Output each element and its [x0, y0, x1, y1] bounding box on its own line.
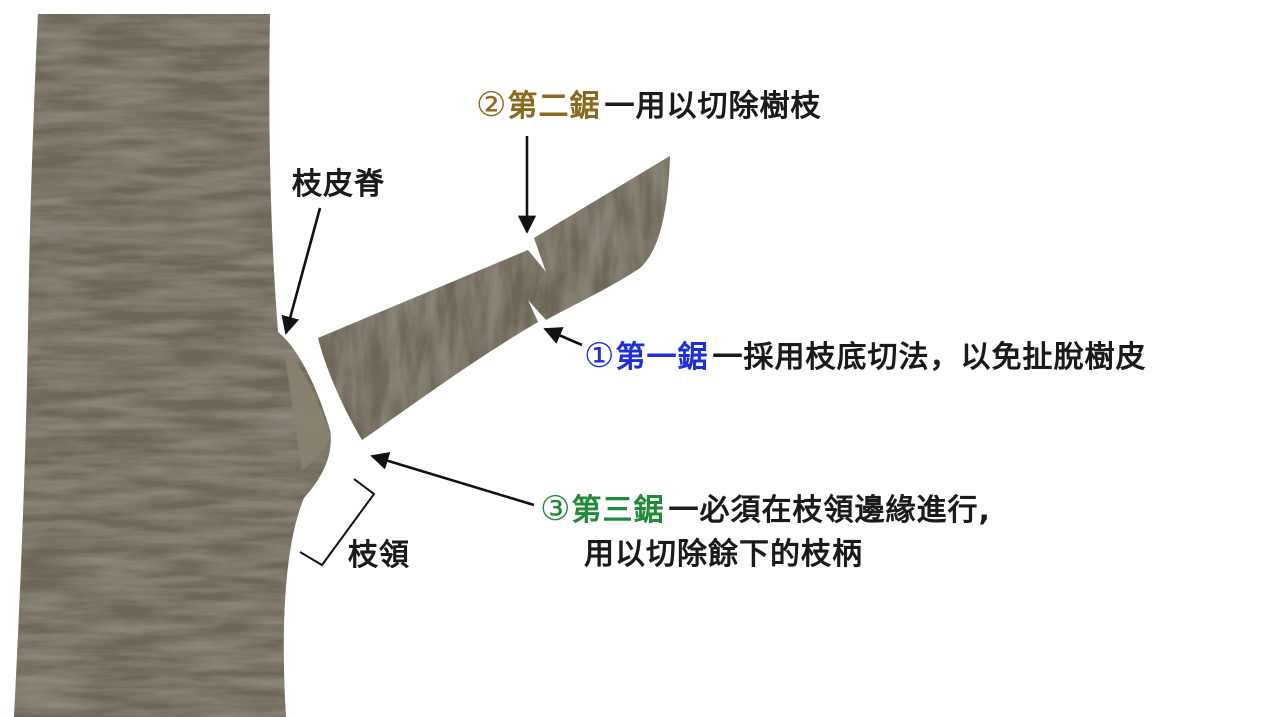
- tree-trunk: [14, 14, 331, 717]
- cut2-label: ②第二鋸一用以切除樹枝: [476, 88, 821, 122]
- cut2-description: 一用以切除樹枝: [604, 89, 822, 124]
- cut1-description: 一採用枝底切法，以免扯脫樹皮: [712, 340, 1147, 375]
- cut3-name: 第三鋸: [571, 493, 665, 528]
- cut1-arrow: [543, 327, 583, 347]
- cut1-number: ①: [584, 336, 616, 376]
- cut3-number: ③: [540, 489, 572, 529]
- branch-stub: [318, 250, 546, 440]
- cut2-name: 第二鋸: [507, 89, 601, 124]
- collar-bracket: [299, 478, 376, 567]
- ridge-arrow: [281, 207, 322, 335]
- cut1-name: 第一鋸: [615, 340, 709, 375]
- cut2-number: ②: [476, 85, 508, 125]
- cut3-description: 一必須在枝領邊緣進行,: [668, 493, 991, 528]
- collar-label: 枝領: [348, 538, 410, 573]
- cut3-arrow: [370, 452, 535, 507]
- branch-cut-piece: [528, 156, 670, 320]
- cut3-description-line2: 用以切除餘下的枝柄: [584, 537, 863, 572]
- ridge-label: 枝皮脊: [292, 167, 385, 202]
- cut1-label: ①第一鋸一採用枝底切法，以免扯脫樹皮: [584, 339, 1146, 373]
- collar-cut-face: [284, 350, 330, 470]
- cut3-label: ③第三鋸一必須在枝領邊緣進行,: [540, 492, 991, 526]
